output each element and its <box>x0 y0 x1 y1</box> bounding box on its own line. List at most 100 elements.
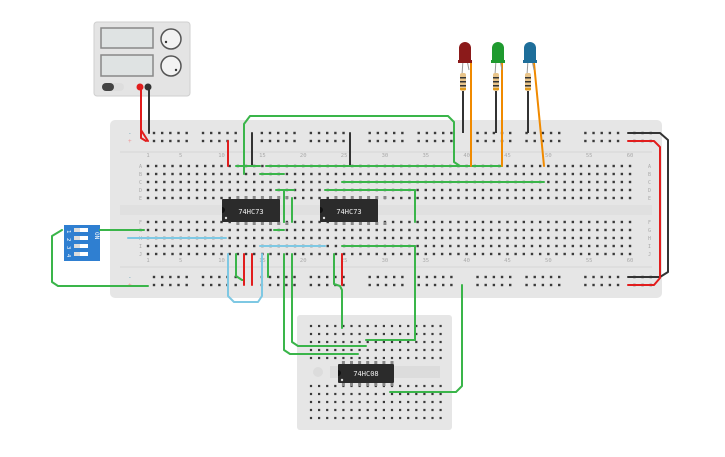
breadboard-hole[interactable] <box>424 228 427 232</box>
mini-breadboard-hole[interactable] <box>350 416 353 420</box>
wire-to-mini-2[interactable] <box>333 253 343 329</box>
mini-breadboard-hole[interactable] <box>366 416 369 420</box>
breadboard-hole[interactable] <box>212 196 215 200</box>
breadboard-hole[interactable] <box>628 180 632 184</box>
mini-breadboard-hole[interactable] <box>358 348 361 352</box>
mini-breadboard-hole[interactable] <box>415 324 418 328</box>
breadboard-hole[interactable] <box>596 252 599 256</box>
breadboard-hole[interactable] <box>310 228 313 232</box>
breadboard-hole[interactable] <box>596 180 599 184</box>
breadboard-hole[interactable] <box>506 228 509 232</box>
rail-hole[interactable] <box>334 275 337 279</box>
rail-hole[interactable] <box>484 275 487 279</box>
breadboard-hole[interactable] <box>334 236 338 240</box>
mini-breadboard-hole[interactable] <box>431 392 434 396</box>
mini-breadboard-hole[interactable] <box>334 408 337 412</box>
breadboard-hole[interactable] <box>498 244 501 248</box>
breadboard-hole[interactable] <box>555 252 558 256</box>
mini-breadboard-hole[interactable] <box>342 356 345 360</box>
mini-breadboard-hole[interactable] <box>399 348 402 352</box>
breadboard-hole[interactable] <box>449 252 452 256</box>
breadboard-hole[interactable] <box>530 228 534 232</box>
breadboard-hole[interactable] <box>571 164 575 168</box>
breadboard-hole[interactable] <box>514 244 517 248</box>
mini-breadboard-hole[interactable] <box>309 416 313 420</box>
mini-breadboard-hole[interactable] <box>407 392 410 396</box>
breadboard-hole[interactable] <box>432 196 436 200</box>
breadboard-hole[interactable] <box>154 188 158 192</box>
rail-hole[interactable] <box>209 139 213 143</box>
breadboard-hole[interactable] <box>383 228 387 232</box>
breadboard-hole[interactable] <box>203 220 207 224</box>
breadboard-hole[interactable] <box>522 236 526 240</box>
breadboard-hole[interactable] <box>187 252 191 256</box>
rail-hole[interactable] <box>268 139 272 143</box>
breadboard-hole[interactable] <box>203 188 207 192</box>
breadboard-hole[interactable] <box>179 220 182 224</box>
mini-breadboard-hole[interactable] <box>342 340 345 344</box>
breadboard-hole[interactable] <box>253 252 256 256</box>
rail-hole[interactable] <box>584 275 587 279</box>
mini-breadboard-hole[interactable] <box>350 332 353 336</box>
breadboard-hole[interactable] <box>620 172 624 176</box>
breadboard-hole[interactable] <box>203 244 207 248</box>
breadboard-hole[interactable] <box>579 180 583 184</box>
breadboard-hole[interactable] <box>179 180 182 184</box>
rail-hole[interactable] <box>549 275 553 279</box>
mini-breadboard-hole[interactable] <box>439 408 442 412</box>
mini-breadboard-hole[interactable] <box>309 324 313 328</box>
mini-breadboard-hole[interactable] <box>423 324 426 328</box>
breadboard-hole[interactable] <box>408 172 411 176</box>
rail-hole[interactable] <box>268 283 272 287</box>
breadboard-hole[interactable] <box>269 188 272 192</box>
mini-breadboard-hole[interactable] <box>366 340 369 344</box>
breadboard-hole[interactable] <box>587 172 591 176</box>
breadboard-hole[interactable] <box>620 188 624 192</box>
dip-switch-knob[interactable] <box>74 236 80 240</box>
mini-breadboard-hole[interactable] <box>399 324 402 328</box>
breadboard-hole[interactable] <box>522 252 526 256</box>
breadboard-hole[interactable] <box>293 180 297 184</box>
rail-hole[interactable] <box>558 283 561 287</box>
rail-hole[interactable] <box>160 275 164 279</box>
breadboard-hole[interactable] <box>489 196 493 200</box>
breadboard-hole[interactable] <box>620 244 624 248</box>
breadboard-hole[interactable] <box>587 196 591 200</box>
mini-breadboard-hole[interactable] <box>318 332 321 336</box>
breadboard-hole[interactable] <box>538 252 542 256</box>
breadboard-hole[interactable] <box>587 236 591 240</box>
breadboard-hole[interactable] <box>628 244 632 248</box>
rail-hole[interactable] <box>293 283 296 287</box>
breadboard-hole[interactable] <box>163 196 166 200</box>
breadboard-hole[interactable] <box>179 228 182 232</box>
breadboard-hole[interactable] <box>457 196 460 200</box>
rail-hole[interactable] <box>169 139 172 143</box>
breadboard-hole[interactable] <box>261 228 264 232</box>
rail-hole[interactable] <box>558 139 561 143</box>
breadboard-hole[interactable] <box>146 196 150 200</box>
breadboard-hole[interactable] <box>367 172 370 176</box>
rail-hole[interactable] <box>600 275 603 279</box>
breadboard-hole[interactable] <box>571 188 575 192</box>
breadboard-hole[interactable] <box>481 220 485 224</box>
breadboard-hole[interactable] <box>473 236 476 240</box>
breadboard-hole[interactable] <box>506 236 509 240</box>
mini-breadboard-hole[interactable] <box>334 392 337 396</box>
rail-hole[interactable] <box>433 139 437 143</box>
breadboard-hole[interactable] <box>432 220 436 224</box>
breadboard-hole[interactable] <box>506 188 509 192</box>
breadboard-hole[interactable] <box>424 188 427 192</box>
mini-breadboard-hole[interactable] <box>382 356 385 360</box>
led-green[interactable] <box>492 42 504 62</box>
dip-switch-lever-4[interactable] <box>74 252 88 256</box>
rail-hole[interactable] <box>492 131 496 135</box>
mini-breadboard-hole[interactable] <box>358 392 361 396</box>
breadboard-hole[interactable] <box>473 196 476 200</box>
mini-breadboard-hole[interactable] <box>423 332 426 336</box>
rail-hole[interactable] <box>218 283 221 287</box>
rail-hole[interactable] <box>509 139 512 143</box>
mini-breadboard-hole[interactable] <box>318 356 321 360</box>
breadboard-hole[interactable] <box>563 220 566 224</box>
breadboard-hole[interactable] <box>220 196 223 200</box>
